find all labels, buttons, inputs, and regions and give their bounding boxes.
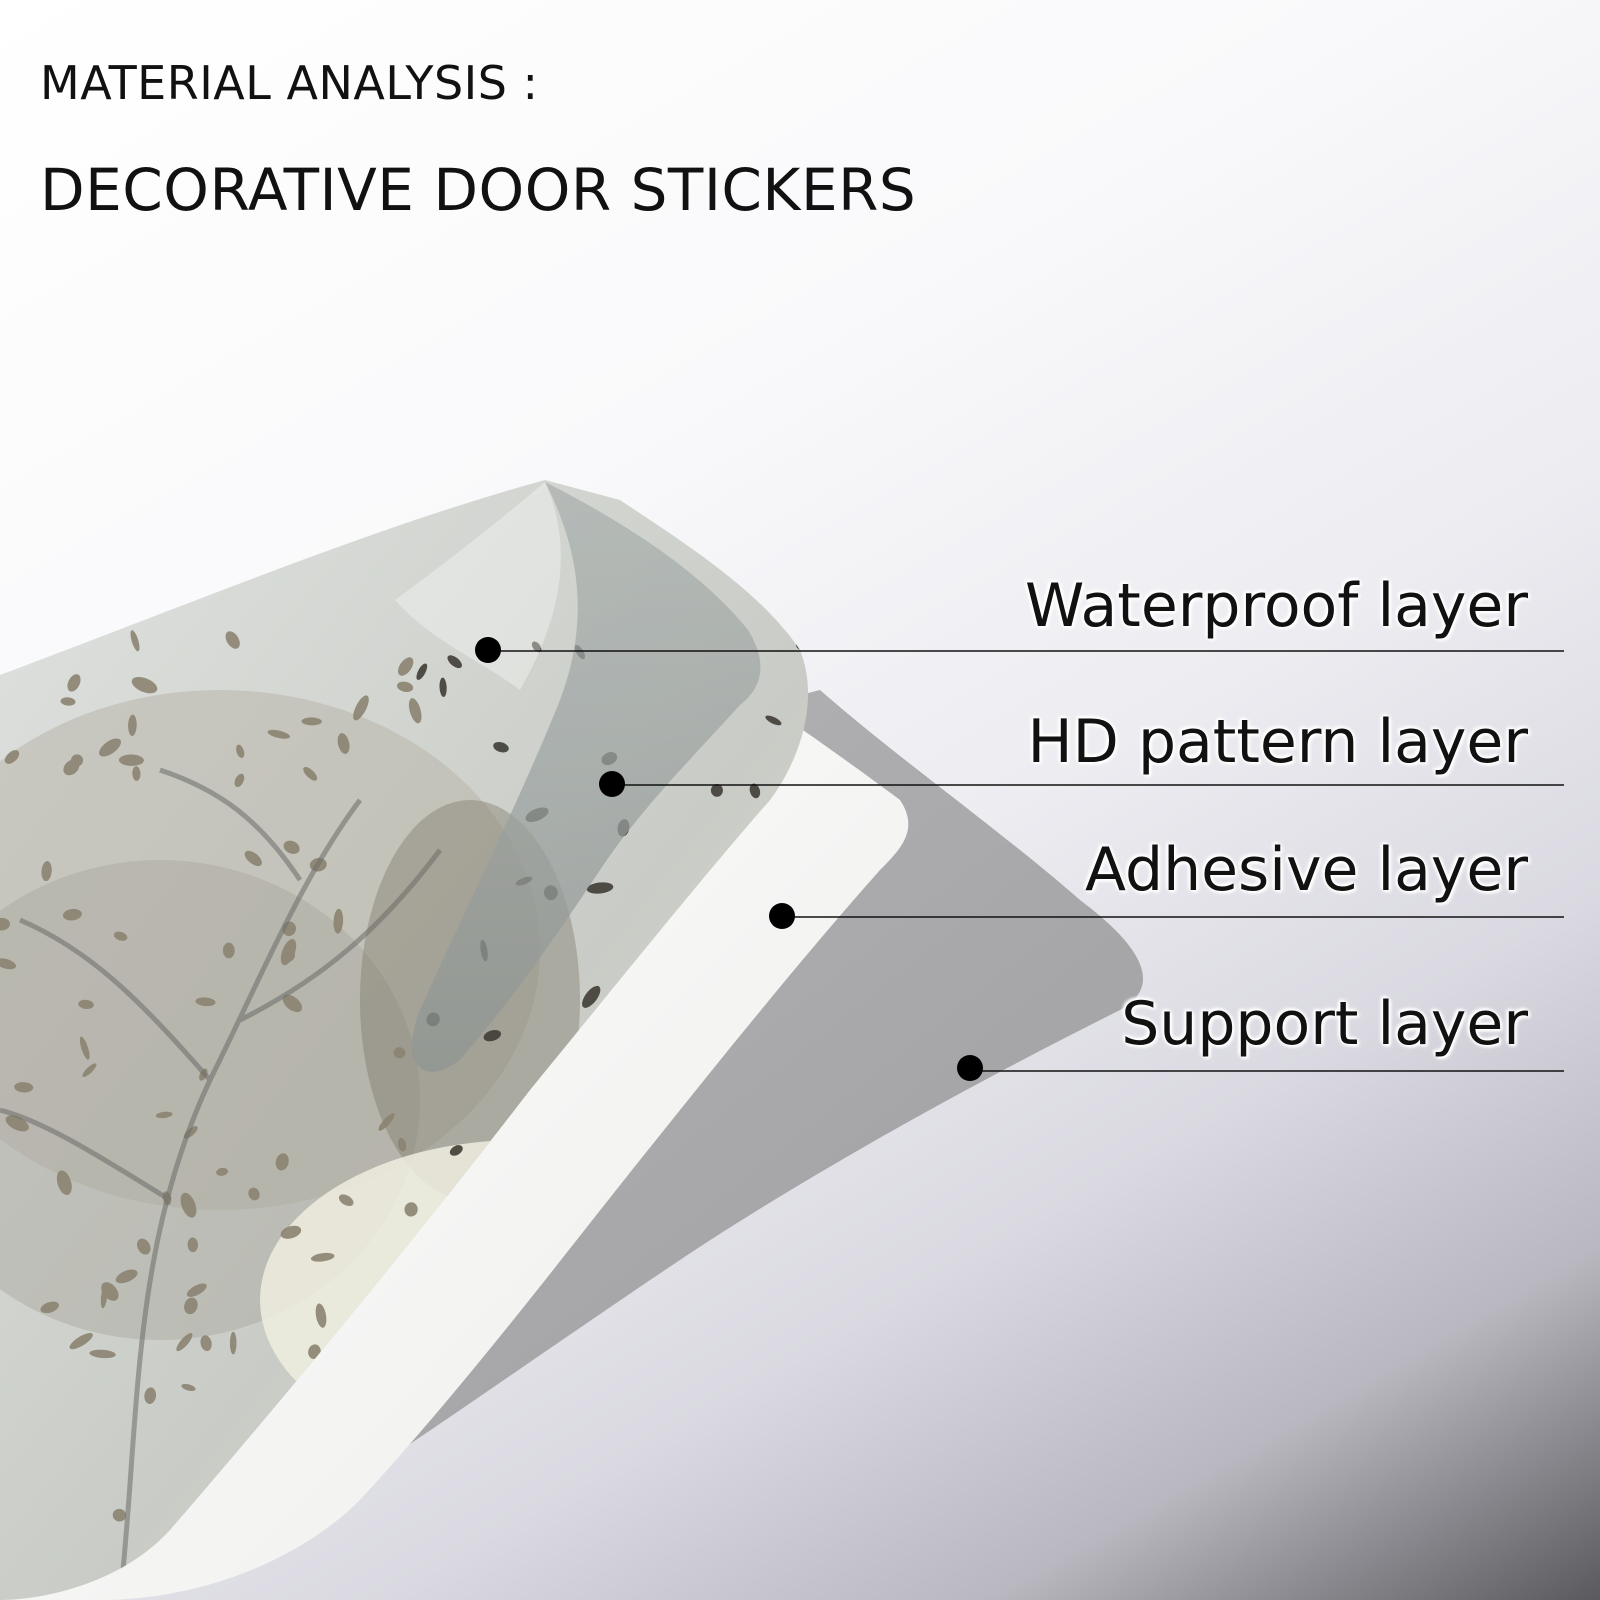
title-decorative-door-stickers: DECORATIVE DOOR STICKERS bbox=[40, 156, 917, 224]
label-hd-pattern-layer: HD pattern layer bbox=[1027, 707, 1528, 777]
label-waterproof-layer: Waterproof layer bbox=[1025, 571, 1528, 641]
marker-hd-pattern bbox=[599, 771, 625, 797]
title-material-analysis: MATERIAL ANALYSIS : bbox=[40, 56, 539, 110]
marker-support bbox=[957, 1055, 983, 1081]
callouts bbox=[475, 637, 1564, 1081]
label-adhesive-layer: Adhesive layer bbox=[1085, 835, 1528, 905]
label-support-layer: Support layer bbox=[1121, 989, 1528, 1059]
marker-waterproof bbox=[475, 637, 501, 663]
waterproof-film-highlight bbox=[395, 482, 561, 690]
waterproof-layer-shape bbox=[412, 482, 761, 1072]
marker-adhesive bbox=[769, 903, 795, 929]
